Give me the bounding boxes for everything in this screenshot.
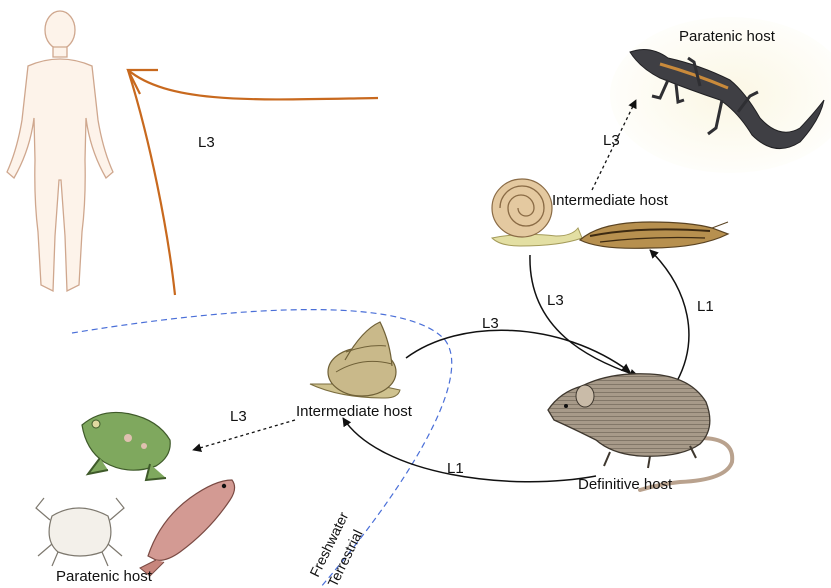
terrestrial-snail xyxy=(492,179,582,246)
arrow-rat-to-slug xyxy=(650,250,689,383)
aquatic-snail-to-rat-stage-label: L3 xyxy=(482,315,499,332)
arrow-rat-to-aquatic-snail xyxy=(343,418,596,482)
rat-to-slug-stage-label: L1 xyxy=(697,298,714,315)
intermediate-host-mid-label: Intermediate host xyxy=(296,403,413,420)
arrow-snail-to-rat xyxy=(530,255,638,376)
rat-to-aquatic-snail-stage-label: L1 xyxy=(447,460,464,477)
arrow-aquatic-snail-to-rat xyxy=(406,330,630,372)
human-infection-arrow xyxy=(128,70,378,295)
frog-stage-label: L3 xyxy=(230,408,247,425)
definitive-host-label: Definitive host xyxy=(578,476,673,493)
rat-definitive-host xyxy=(548,374,732,490)
slug xyxy=(580,222,728,248)
crab-paratenic-host xyxy=(36,498,124,566)
paratenic-host-top-label: Paratenic host xyxy=(679,28,776,45)
frog-paratenic-host xyxy=(82,412,170,480)
human-stage-label: L3 xyxy=(198,134,215,151)
lizard-stage-label: L3 xyxy=(603,132,620,149)
snail-to-rat-stage-label: L3 xyxy=(547,292,564,309)
aquatic-snail xyxy=(310,322,400,398)
fish-paratenic-host xyxy=(140,480,235,576)
human-figure xyxy=(7,11,113,291)
paratenic-host-bottom-label: Paratenic host xyxy=(56,568,153,585)
intermediate-host-top-label: Intermediate host xyxy=(552,192,669,209)
